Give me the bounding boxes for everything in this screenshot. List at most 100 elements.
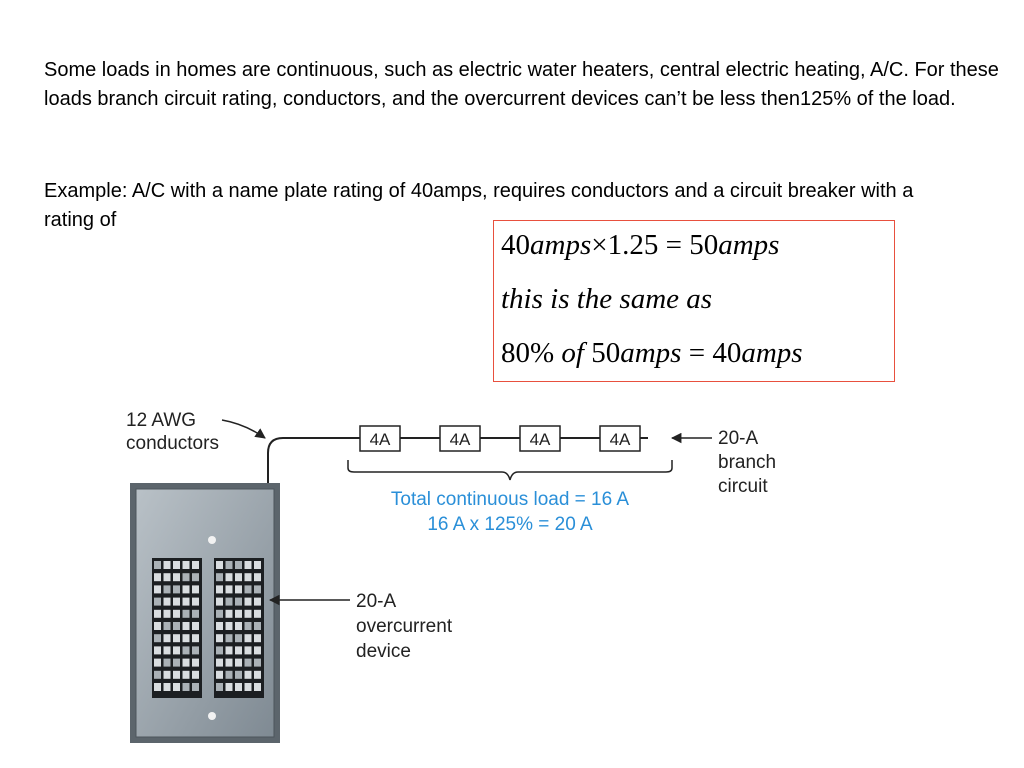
breaker-switch bbox=[244, 683, 252, 691]
formula-3-a: 80% bbox=[501, 337, 562, 369]
breaker-switch bbox=[182, 622, 190, 630]
breaker-switch bbox=[216, 658, 223, 667]
formula-line-3: 80% of 50amps = 40amps bbox=[501, 337, 803, 370]
panel-screw bbox=[208, 712, 216, 720]
breaker-switch bbox=[216, 646, 223, 655]
formula-2-a: this is the same as bbox=[501, 283, 713, 315]
breaker-switch bbox=[244, 658, 252, 667]
breaker-switch bbox=[163, 683, 171, 691]
breaker-switch bbox=[192, 670, 199, 679]
formula-1-b: amps bbox=[530, 229, 592, 261]
breaker-switch bbox=[173, 597, 180, 606]
breaker-switch bbox=[244, 561, 252, 569]
breaker-switch bbox=[254, 609, 261, 618]
breaker-switch bbox=[163, 609, 171, 618]
breaker-switch bbox=[173, 658, 180, 667]
breaker-switch bbox=[182, 597, 190, 606]
breaker-switch bbox=[154, 573, 161, 582]
formula-line-2: this is the same as bbox=[501, 283, 712, 316]
breaker-switch bbox=[244, 634, 252, 643]
breaker-switch bbox=[192, 622, 199, 630]
breaker-switch bbox=[254, 573, 261, 582]
load-box bbox=[359, 425, 401, 452]
breaker-switch bbox=[225, 585, 233, 594]
breaker-switch bbox=[225, 658, 233, 667]
branch-wire bbox=[267, 437, 360, 483]
circuit-diagram: 12 AWG conductors 4A 4A 4A 4A Total cont… bbox=[126, 410, 776, 743]
breaker-switch bbox=[163, 561, 171, 569]
device-label-line1: 20-A bbox=[356, 591, 396, 612]
breaker-switch bbox=[163, 597, 171, 606]
breaker-switch bbox=[182, 573, 190, 582]
breaker-switch bbox=[192, 609, 199, 618]
breaker-switch bbox=[182, 561, 190, 569]
branch-label-line1: 20-A bbox=[718, 428, 758, 449]
formula-line-1: 40amps×1.25 = 50amps bbox=[501, 229, 779, 262]
breaker-switch bbox=[235, 683, 242, 691]
breaker-switch bbox=[216, 609, 223, 618]
breaker-switch bbox=[154, 646, 161, 655]
breaker-switch bbox=[244, 573, 252, 582]
total-load-text: Total continuous load = 16 A bbox=[391, 489, 630, 510]
breaker-switch bbox=[254, 634, 261, 643]
load-label: 4A bbox=[610, 430, 631, 449]
device-label-line2: overcurrent bbox=[356, 616, 453, 637]
formula-1-d: amps bbox=[718, 229, 780, 261]
breaker-switch bbox=[216, 561, 223, 569]
formula-3-c: 50 bbox=[583, 337, 621, 369]
load-bracket bbox=[347, 460, 673, 481]
breaker-switch bbox=[254, 646, 261, 655]
breaker-switch bbox=[173, 683, 180, 691]
breaker-switch bbox=[182, 658, 190, 667]
breaker-switch bbox=[235, 622, 242, 630]
branch-label-line3: circuit bbox=[718, 476, 768, 497]
breaker-switch bbox=[173, 622, 180, 630]
load-label: 4A bbox=[370, 430, 391, 449]
breaker-switch bbox=[216, 670, 223, 679]
breaker-switch bbox=[192, 597, 199, 606]
breaker-switch bbox=[192, 585, 199, 594]
breaker-switch bbox=[154, 585, 161, 594]
breaker-switch bbox=[163, 658, 171, 667]
load-box bbox=[439, 425, 481, 452]
breaker-switch bbox=[216, 622, 223, 630]
breaker-switch bbox=[173, 646, 180, 655]
breaker-switch bbox=[182, 683, 190, 691]
breaker-switch bbox=[154, 622, 161, 630]
breaker-switch bbox=[225, 609, 233, 618]
breaker-switch bbox=[244, 622, 252, 630]
branch-label-line2: branch bbox=[718, 452, 776, 473]
conductors-label-line1: 12 AWG bbox=[126, 410, 196, 431]
breaker-switch bbox=[192, 646, 199, 655]
breaker-switch bbox=[182, 609, 190, 618]
breaker-switch bbox=[235, 561, 242, 569]
breaker-switch bbox=[254, 670, 261, 679]
breaker-switch bbox=[192, 561, 199, 569]
breaker-switch bbox=[163, 670, 171, 679]
breaker-switch bbox=[235, 585, 242, 594]
breaker-switch bbox=[244, 670, 252, 679]
breaker-switch bbox=[154, 609, 161, 618]
breaker-switch bbox=[225, 561, 233, 569]
breaker-switch bbox=[225, 634, 233, 643]
breaker-switch bbox=[216, 597, 223, 606]
breaker-switch bbox=[192, 634, 199, 643]
breaker-switch bbox=[163, 646, 171, 655]
formula-3-b: of bbox=[561, 337, 584, 369]
breaker-switch bbox=[254, 585, 261, 594]
formula-3-e: = 40 bbox=[681, 337, 742, 369]
breaker-switch bbox=[254, 561, 261, 569]
breaker-switch bbox=[235, 634, 242, 643]
breaker-switch bbox=[254, 597, 261, 606]
breaker-switch bbox=[216, 573, 223, 582]
breaker-switch bbox=[244, 646, 252, 655]
breaker-switch bbox=[254, 658, 261, 667]
breaker-switch bbox=[163, 573, 171, 582]
breaker-switch bbox=[216, 634, 223, 643]
breaker-switch bbox=[173, 585, 180, 594]
breaker-switch bbox=[154, 670, 161, 679]
load-label: 4A bbox=[530, 430, 551, 449]
breaker-switch bbox=[254, 683, 261, 691]
example-paragraph: Example: A/C with a name plate rating of… bbox=[44, 180, 914, 231]
device-label-line3: device bbox=[356, 641, 411, 662]
